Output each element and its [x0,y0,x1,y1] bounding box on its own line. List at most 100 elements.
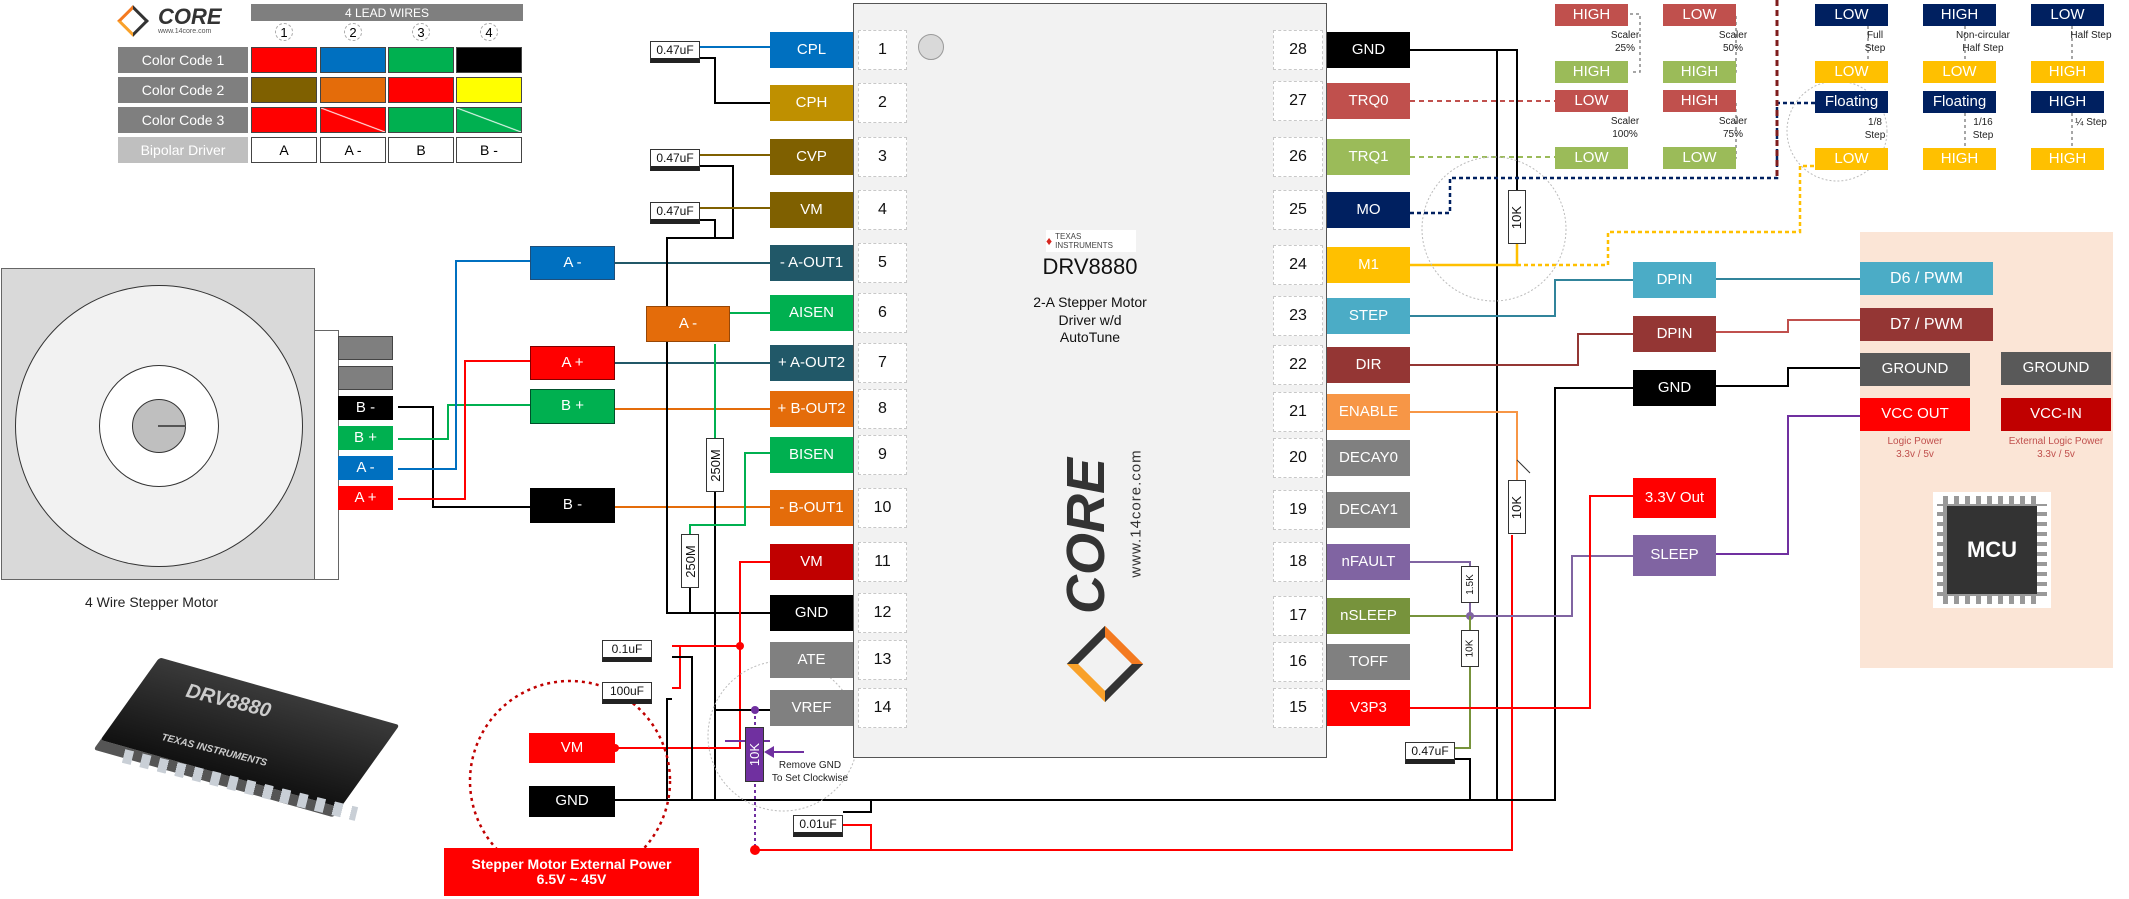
res-m1: 10K [1508,190,1526,244]
power-banner: Stepper Motor External Power 6.5V ~ 45V [444,848,699,896]
pin-3-number: 3 [858,137,907,177]
power-vm-dot [611,744,619,752]
pin-7-number: 7 [858,343,907,383]
connector-a-minus: A - [530,246,615,280]
note-line: External Logic Power [2008,436,2104,447]
m0-state: Floating [1815,91,1888,113]
pin-17-number: 17 [1273,596,1323,636]
cap-cpl: 0.47uF [650,41,700,63]
res-vref-label: 10K [747,742,763,767]
power-range: 6.5V ~ 45V [536,871,607,887]
pin-11-number: 11 [858,542,907,582]
pin-24-label: M1 [1327,247,1410,283]
caption-line: Step [1864,129,1886,141]
pin-9-number: 9 [858,435,907,475]
pin-6-number: 6 [858,293,907,333]
pin-20-label: DECAY0 [1327,440,1410,476]
pin-7-label: + A-OUT2 [770,345,853,381]
pin-22-label: DIR [1327,347,1410,383]
m1-state: LOW [1815,61,1888,83]
motor-lead-a-minus: A - [338,456,393,480]
power-vm: VM [529,733,615,763]
caption-line: Non-circular [1956,30,2010,41]
res-enable: 10K [1508,480,1526,534]
lead-column-number: 3 [412,23,430,41]
cap-100uf: 100uF [602,682,652,704]
pin-1-number: 1 [858,30,907,70]
caption-line: ¼ Step [2075,117,2107,128]
motor-caption: 4 Wire Stepper Motor [85,594,219,610]
res-nsleep-label: 10K [1464,639,1476,658]
m1-state: LOW [1923,61,1996,83]
lead-color-swatch [320,47,386,73]
lead-color-swatch [456,107,522,133]
core-logo: CORE www.14core.com [117,4,238,38]
mcu-vcc-in: VCC-IN [2001,398,2111,431]
lead-row-label: Color Code 3 [118,107,248,133]
motor-connector-housing [314,330,339,580]
trq1-state: HIGH [1555,61,1628,83]
cap-0-1uf: 0.1uF [602,640,652,662]
wire-a-plus [398,360,530,500]
pin-4-number: 4 [858,190,907,230]
res-vref: 10K [745,727,764,782]
wire-b-plus [398,404,530,440]
pin-1-label: CPL [770,32,853,68]
motor-shaft-key [158,425,186,427]
pin-28-label: GND [1327,32,1410,68]
trq0-state: LOW [1663,4,1736,26]
trq1-state: LOW [1663,147,1736,169]
pin-8-number: 8 [858,389,907,429]
m1-state: HIGH [2031,148,2104,170]
caption-line: Step [1972,129,1994,141]
interface-3v3-out: 3.3V Out [1633,478,1716,518]
microstep-caption: ¼ Step [2046,117,2129,130]
pin-4-label: VM [770,192,853,228]
mcu-ground-1: GROUND [1860,353,1970,386]
pin-10-label: - B-OUT1 [770,490,853,526]
lead-color-swatch [320,77,386,103]
pin-18-label: nFAULT [1327,544,1410,580]
trq0-state: HIGH [1555,4,1628,26]
res-m1-label: 10K [1509,205,1525,229]
res-nfault: 1.5K [1461,566,1479,603]
res-enable-label: 10K [1509,495,1525,519]
pin-27-label: TRQ0 [1327,83,1410,119]
interface-gnd: GND [1633,370,1716,406]
cap-cvp: 0.47uF [650,149,700,171]
caption-line: Half Step [1962,42,2004,54]
bipolar-driver-value: A - [320,137,386,163]
lead-column-number: 2 [344,23,362,41]
chip-description-line: 2-A Stepper Motor [1033,294,1147,310]
core-vertical-url: www.14core.com [1127,449,1145,578]
m1-state: HIGH [1923,148,1996,170]
res-bisen-label: 250M [682,544,698,578]
pin-5-number: 5 [858,243,907,283]
lead-table-title: 4 LEAD WIRES [251,4,523,21]
pin-23-number: 23 [1273,296,1323,336]
m0-state: HIGH [1923,4,1996,26]
mcu-vcc-in-note: External Logic Power 3.3v / 5v [1996,436,2116,461]
lead-row-label: Color Code 2 [118,77,248,103]
res-nsleep: 10K [1461,630,1479,667]
m0-state: Floating [1923,91,1996,113]
microstep-caption: Half Step [2046,30,2129,43]
connector-b-minus: B - [530,488,615,523]
connector-a-plus: A + [530,346,615,380]
lead-column-number: 1 [275,23,293,41]
mcu-chip-label: MCU [1947,506,2037,594]
m0-state: LOW [1815,4,1888,26]
vref-arrow-head-icon [764,746,774,758]
pin-15-number: 15 [1273,688,1323,728]
pin-2-number: 2 [858,83,907,123]
note-line: 3.3v / 5v [1896,448,1934,460]
bipolar-driver-value: B [388,137,454,163]
motor-unused-lead [338,366,393,390]
res-bisen: 250M [681,534,699,588]
pin-25-label: MO [1327,192,1410,228]
